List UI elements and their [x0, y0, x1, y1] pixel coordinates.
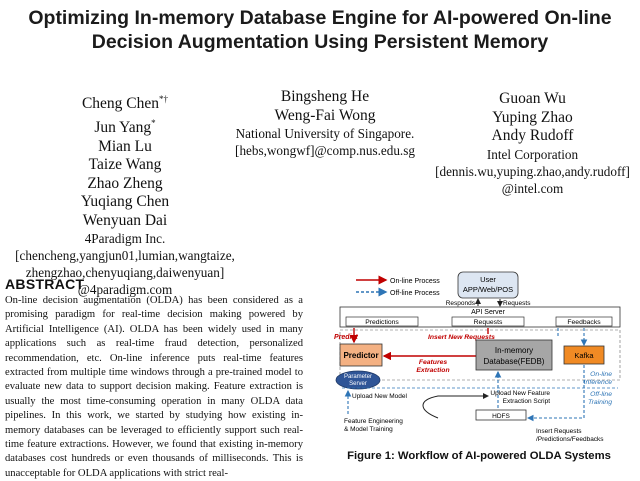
figure-caption: Figure 1: Workflow of AI-powered OLDA Sy…: [347, 450, 611, 462]
email-line: @4paradigm.com: [77, 282, 173, 298]
email-line: [dennis.wu,yuping.zhao,andy.rudoff]: [435, 163, 630, 179]
email-line: [chencheng,yangjun01,lumian,wangtaize,: [15, 248, 235, 264]
feedbacks-label: Feedbacks: [567, 319, 601, 326]
insert-requests-label-2: /Predictions/Feedbacks: [536, 436, 604, 443]
user-box: [457, 271, 519, 299]
author-name: Wenyuan Dai: [82, 211, 168, 229]
parameter-server-node: [335, 370, 381, 390]
email-line: zhengzhao,chenyuqiang,daiwenyuan]: [25, 265, 225, 281]
kafka-label: Kafka: [574, 351, 594, 360]
extraction-label: Extraction: [416, 367, 449, 374]
offline-training-label-2: Training: [588, 399, 612, 406]
requests-box: [451, 316, 525, 327]
requests-box-label: Requests: [474, 319, 503, 326]
requests-top-label: Requests: [503, 300, 531, 307]
author-name: Bingsheng He: [280, 88, 370, 105]
offline-training-label-1: Off-line: [590, 391, 612, 398]
upload-script-label-1: Upload New Feature: [490, 390, 550, 397]
author-name: Andy Rudoff: [491, 127, 574, 145]
feature-engineering-label-2: & Model Training: [344, 426, 393, 433]
insert-new-requests-label: Insert New Requests: [428, 334, 495, 341]
author-name: Mian Lu: [98, 137, 152, 155]
hdfs-label: HDFS: [492, 413, 510, 420]
email-line: [hebs,wongwf]@comp.nus.edu.sg: [235, 143, 415, 159]
author-name: Taize Wang: [88, 156, 162, 174]
author-name: Guoan Wu: [499, 90, 566, 107]
upload-model-label: Upload New Model: [352, 393, 407, 400]
author-column-intel: Guoan Wu Yuping Zhao Andy Rudoff Intel C…: [425, 90, 640, 197]
feature-engineering-label-1: Feature Engineering: [344, 418, 403, 425]
affiliation: 4Paradigm Inc.: [84, 231, 166, 247]
legend-online-label: On-line Process: [390, 278, 440, 285]
predictions-label: Predictions: [365, 319, 399, 326]
title-line-1: Optimizing In-memory Database Engine for…: [28, 7, 612, 29]
author-name: Yuping Zhao: [492, 108, 573, 126]
api-server-label: API Server: [471, 309, 506, 316]
legend-offline-label: Off-line Process: [390, 290, 440, 297]
author-column-nus: Bingsheng He Weng-Fai Wong National Univ…: [225, 88, 425, 159]
predictor-box: [339, 343, 383, 367]
workflow-figure: On-line Process Off-line Process User AP…: [318, 268, 640, 448]
fedb-box: [475, 339, 553, 371]
predict-label: Predict: [334, 334, 358, 341]
training-cycle-arrow: [422, 393, 489, 419]
features-label: Features: [419, 359, 448, 366]
user-label: User: [480, 275, 496, 284]
title-line-2: Decision Augmentation Using Persistent M…: [91, 31, 549, 53]
online-inference-label-1: On-line: [590, 371, 612, 378]
responds-label: Responds: [446, 300, 476, 307]
abstract-text: On-line decision augmentation (OLDA) has…: [5, 295, 303, 479]
fedb-label-2: Database(FEDB): [484, 357, 545, 366]
predictor-label: Predictor: [343, 351, 378, 360]
abstract-heading: ABSTRACT: [5, 276, 85, 292]
email-line: @intel.com: [501, 180, 564, 196]
insert-requests-label-1: Insert Requests: [536, 428, 582, 435]
affiliation: National University of Singapore.: [235, 126, 415, 142]
fedb-label-1: In-memory: [495, 346, 533, 355]
workflow-diagram: On-line Process Off-line Process User AP…: [334, 271, 621, 443]
paper-title: Optimizing In-memory Database Engine for…: [0, 6, 640, 54]
affiliation: Intel Corporation: [486, 146, 579, 162]
predictions-box: [345, 316, 419, 327]
author-name: Jun Yang*: [94, 117, 156, 136]
upload-script-label-2: Extraction Script: [503, 398, 551, 405]
author-name: Zhao Zheng: [87, 174, 163, 192]
author-name: Weng-Fai Wong: [274, 106, 376, 124]
server-label: Server: [349, 381, 367, 387]
feedbacks-box: [555, 316, 613, 327]
online-inference-label-2: Inference: [584, 379, 613, 386]
author-name: Yuqiang Chen: [80, 193, 170, 211]
parameter-label: Parameter: [344, 374, 372, 380]
author-column-4paradigm: Cheng Chen*† Jun Yang* Mian Lu Taize Wan…: [0, 90, 250, 298]
hdfs-box: [475, 409, 527, 421]
kafka-to-hdfs-arrow: [526, 365, 585, 422]
user-apps-label: APP/Web/POS: [463, 285, 513, 294]
author-name: Cheng Chen*†: [81, 94, 169, 113]
